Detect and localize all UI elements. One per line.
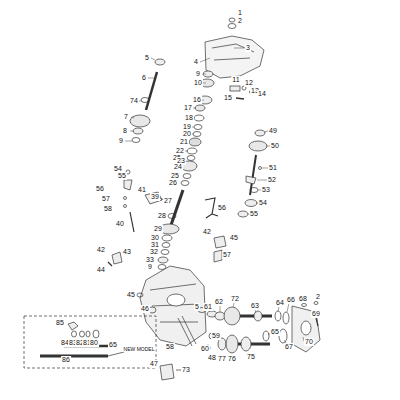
callout-number: 12 <box>244 79 254 87</box>
callout-number: 59 <box>211 332 221 340</box>
callout-number: 29 <box>153 225 163 233</box>
callout-number: 6 <box>141 74 147 82</box>
callout-number: 40 <box>115 220 125 228</box>
callout-number: 43 <box>122 248 132 256</box>
callout-number: 16 <box>192 96 202 104</box>
bearing <box>155 59 165 65</box>
callout-number: 69 <box>311 310 321 318</box>
bevel-gear <box>130 115 150 127</box>
callout-number: 5 <box>194 303 200 311</box>
callout-number: 67 <box>284 343 294 351</box>
callout-number: 45 <box>126 291 136 299</box>
callout-number: 17 <box>183 104 193 112</box>
top-cover <box>205 36 264 78</box>
callout-number: 28 <box>157 212 167 220</box>
new-model-box <box>24 316 156 368</box>
callout-number: 52 <box>267 176 277 184</box>
callout-number: 41 <box>137 186 147 194</box>
callout-number: 48 <box>207 354 217 362</box>
callout-number: 77 <box>217 355 227 363</box>
main-housing <box>140 266 206 346</box>
callout-number: 60 <box>200 345 210 353</box>
callout-number: 76 <box>227 355 237 363</box>
callout-number: 50 <box>270 142 280 150</box>
callout-number: 80 <box>89 339 99 347</box>
callout-number: 85 <box>55 319 65 327</box>
callout-number: 7 <box>123 113 129 121</box>
callout-number: 57 <box>101 195 111 203</box>
callout-number: 62 <box>214 298 224 306</box>
callout-number: 47 <box>149 360 159 368</box>
callout-number: 27 <box>163 197 173 205</box>
callout-number: 14 <box>257 90 267 98</box>
shaft <box>146 72 157 110</box>
callout-number: 18 <box>184 114 194 122</box>
gear <box>224 307 240 325</box>
callout-number: 45 <box>229 234 239 242</box>
callout-number: 2 <box>315 293 321 301</box>
callout-number: 61 <box>203 303 213 311</box>
callout-number: 8 <box>122 127 128 135</box>
callout-number: 65 <box>108 341 118 349</box>
callout-number: 54 <box>258 199 268 207</box>
callout-number: 53 <box>261 186 271 194</box>
callout-number: 9 <box>118 137 124 145</box>
callout-number: 32 <box>149 248 159 256</box>
callout-number: 2 <box>237 17 243 25</box>
callout-number: 73 <box>181 366 191 374</box>
callout-number: 10 <box>193 79 203 87</box>
callout-number: 65 <box>270 328 280 336</box>
callout-number: 58 <box>165 343 175 351</box>
side-cover <box>292 306 320 352</box>
callout-number: 63 <box>250 302 260 310</box>
callout-number: 11 <box>231 76 240 84</box>
callout-number: 39 <box>150 193 160 201</box>
callout-number: 68 <box>298 295 308 303</box>
callout-number: 26 <box>168 179 178 187</box>
callout-number: 1 <box>237 9 243 17</box>
callout-number: 24 <box>173 163 183 171</box>
callout-number: 9 <box>195 70 201 78</box>
callout-number: 42 <box>96 246 106 254</box>
callout-number: 74 <box>129 97 139 105</box>
main-shaft <box>170 190 183 228</box>
callout-number: 55 <box>117 172 127 180</box>
callout-number: 72 <box>230 295 240 303</box>
callout-number: 20 <box>182 130 192 138</box>
callout-number: 75 <box>246 353 256 361</box>
callout-number: 46 <box>140 305 150 313</box>
model-note: NEW MODEL <box>123 346 156 352</box>
callout-number: 3 <box>245 44 251 52</box>
callout-number: 42 <box>202 228 212 236</box>
callout-number: 15 <box>223 94 233 102</box>
callout-number: 70 <box>304 338 314 346</box>
callout-number: 86 <box>61 356 71 364</box>
callout-number: 4 <box>193 58 199 66</box>
callout-number: 64 <box>275 299 285 307</box>
callout-number: 9 <box>147 263 153 271</box>
callout-number: 57 <box>222 251 232 259</box>
callout-number: 56 <box>95 185 105 193</box>
callout-number: 51 <box>268 164 278 172</box>
callout-number: 66 <box>286 296 296 304</box>
plug <box>228 24 236 29</box>
callout-number: 5 <box>144 54 150 62</box>
callout-number: 56 <box>217 204 227 212</box>
callout-number: 55 <box>249 210 259 218</box>
shift-fork <box>145 192 162 204</box>
callout-number: 21 <box>179 138 189 146</box>
callout-number: 49 <box>268 127 278 135</box>
callout-number: 58 <box>103 205 113 213</box>
callout-number: 44 <box>96 266 106 274</box>
